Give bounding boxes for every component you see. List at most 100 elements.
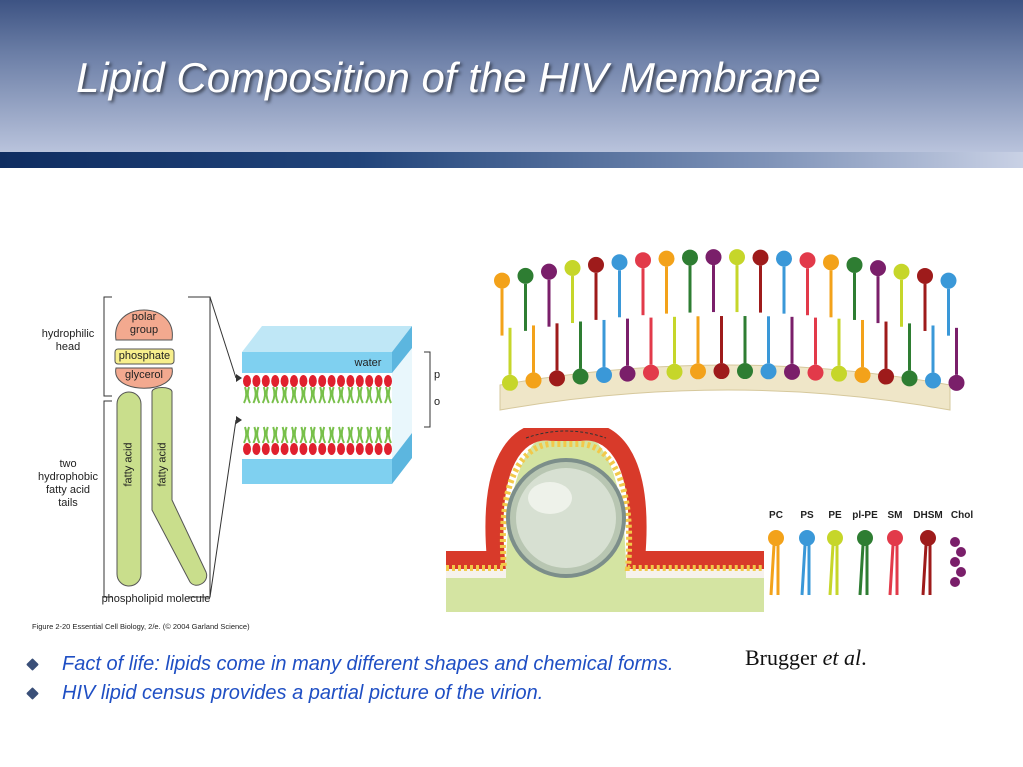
lipid-head [643,364,659,381]
lipid-head [784,363,800,380]
lipid-tail [252,386,261,444]
lipid-head [729,249,745,266]
lipid-head [290,443,298,455]
lipid-head [658,250,675,267]
lipid-tail-icon [828,544,839,596]
lipid-head [666,363,683,380]
polar-group-label: polar group [116,311,172,337]
lipid-head [252,375,261,387]
lipid-head-icon [887,530,903,546]
lipid-tail [355,386,364,444]
lipid-tail [327,386,336,444]
citation: Brugger et al. [745,645,867,671]
lipid-tail [299,386,308,444]
lipid-head [280,375,289,387]
lipid-head [564,260,581,277]
lipid-tail [346,386,355,444]
chol-icon [956,567,966,577]
slide-title: Lipid Composition of the HIV Membrane [76,54,821,101]
fatty-acid-label: fatty acid [122,442,135,487]
label-line: hydrophilic [41,328,95,340]
lipid-tail [271,386,280,444]
lipid-head-icon [920,530,936,546]
bullet-list: Fact of life: lipids come in many differ… [26,650,728,708]
legend-label-pc: PC [769,510,783,521]
lipid-head [611,254,628,271]
cut-label: o [433,396,441,408]
lipid-head [760,363,777,380]
lipid-head [690,363,706,380]
lipid-tail [337,386,345,444]
bullet-item: HIV lipid census provides a partial pict… [26,679,728,708]
lipid-head [502,374,518,391]
bullet-text: HIV lipid census provides a partial pict… [62,682,544,704]
phosphate-label: phosphate [118,350,171,362]
lipid-head [243,443,251,455]
lipid-tail-icon [800,544,811,596]
hiv-membrane-bilayer-illustration [494,249,965,411]
figure-caption: Figure 2-20 Essential Cell Biology, 2/e.… [32,622,250,631]
hydrophilic-head-label: hydrophilic head [30,328,106,354]
lipid-head [705,249,722,266]
lipid-head [572,368,589,385]
legend-icons [768,530,966,596]
lipid-head [299,375,308,387]
lipid-tail-icon [858,544,869,596]
lipid-head [271,375,280,387]
lipid-tail [374,386,383,444]
lipid-head [308,375,317,387]
lipid-head-icon [768,530,784,546]
lipid-head [355,375,364,387]
lipid-head [261,443,270,455]
water-label: water [354,357,382,369]
lipid-head [925,372,941,389]
lipid-head [854,366,871,383]
lipid-head [261,375,270,387]
lipid-head [807,364,824,381]
legend-label-pl-pe: pl-PE [852,510,878,521]
lipid-tail-icon [888,544,899,596]
lipid-head [346,443,355,455]
lipid-tail [384,386,392,444]
slide-header [0,0,1023,152]
lipid-head [823,254,839,271]
label-line: head [55,341,81,353]
lipid-head [940,272,957,289]
lipid-head [299,443,308,455]
lipid-head [346,375,355,387]
lipid-head [635,252,651,269]
lipid-head [588,256,604,273]
label-line: group [129,324,159,336]
bullet-item: Fact of life: lipids come in many differ… [26,650,728,679]
lipid-head [384,443,392,455]
lipid-head [549,370,565,387]
lipid-head [374,375,383,387]
bullet-icon [26,687,39,700]
lipid-head [384,375,392,387]
lipid-tail [318,386,327,444]
bullet-icon [26,658,39,671]
chol-icon [950,577,960,587]
lipid-head [737,363,753,380]
label-line: tails [58,497,78,509]
citation-period: . [861,645,867,670]
lipid-head [713,363,730,380]
lipid-head-icon [827,530,843,546]
legend-label-dhsm: DHSM [913,510,943,521]
chol-icon [950,537,960,547]
cut-label: p [433,369,441,381]
lipid-tail-icon [769,544,780,596]
lipid-head [541,263,557,280]
lipid-head [948,374,965,391]
legend-label-sm: SM [887,510,903,521]
lipid-head [374,443,383,455]
lipid-head [893,263,910,280]
lipid-head [682,249,698,266]
fatty-acid-label: fatty acid [156,442,169,487]
chol-icon [956,547,966,557]
glycerol-label: glycerol [125,369,163,381]
lipid-head [327,375,336,387]
citation-author: Brugger [745,645,818,670]
lipid-head [355,443,364,455]
lipid-head [799,252,816,269]
